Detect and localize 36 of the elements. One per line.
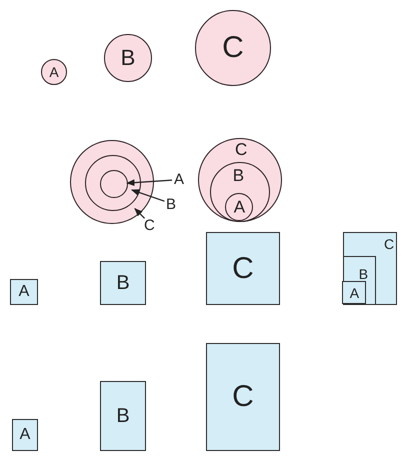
rectangle-shape	[206, 343, 280, 451]
shape-letter: A	[234, 198, 246, 216]
shape-letter: B	[358, 266, 368, 281]
shape-letter: A	[49, 65, 59, 79]
leader-arrow	[134, 208, 145, 219]
shape-letter: B	[232, 166, 244, 184]
shape-letter: C	[232, 254, 254, 284]
square-shape	[100, 261, 146, 305]
shape-letter: B	[116, 273, 130, 293]
shape-letter: B	[116, 406, 130, 426]
shape-letter: A	[18, 284, 30, 300]
leader-arrow	[130, 189, 165, 202]
square-shape	[342, 281, 366, 304]
circle-shape	[210, 162, 270, 222]
shape-letter: C	[222, 33, 244, 63]
shape-letter: A	[350, 286, 360, 300]
square-shape	[206, 232, 280, 305]
square-shape	[12, 419, 38, 451]
square-shape	[343, 232, 397, 305]
shape-letter: C	[232, 382, 254, 412]
circle-shape	[225, 193, 254, 222]
circle-shape	[100, 170, 128, 198]
shape-letter: B	[120, 47, 136, 69]
circle-shape	[104, 34, 152, 82]
circle-shape	[41, 59, 67, 85]
square-shape	[342, 256, 376, 305]
shape-letter: A	[20, 427, 30, 443]
shape-letter: C	[235, 141, 248, 158]
arrow-label: B	[166, 197, 176, 212]
leader-arrow	[126, 179, 172, 186]
arrow-label: A	[174, 172, 184, 187]
rectangle-shape	[100, 381, 146, 451]
square-shape	[10, 279, 38, 305]
shape-letter: C	[384, 237, 394, 251]
arrow-label: C	[144, 218, 155, 233]
circle-shape	[85, 155, 141, 211]
